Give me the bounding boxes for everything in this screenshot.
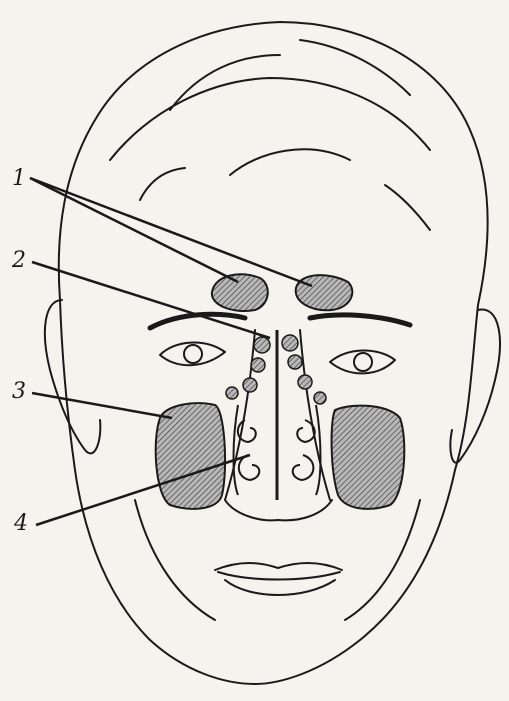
pointer-line-1b: [30, 178, 312, 286]
right-eyebrow: [310, 315, 410, 325]
hair-line-6: [385, 185, 430, 230]
label-2: 2: [12, 248, 26, 273]
maxillary-sinus-right: [332, 406, 405, 509]
frontal-sinus-left: [212, 274, 268, 311]
jaw-right: [345, 500, 420, 620]
left-ear: [45, 300, 100, 453]
jaw-left: [135, 500, 215, 620]
label-3: 3: [12, 379, 26, 404]
hair-line-4: [230, 149, 350, 175]
face-outline: [59, 22, 488, 684]
right-iris: [354, 353, 372, 371]
label-4: 4: [14, 511, 28, 536]
hair-line-2: [170, 55, 280, 110]
lower-lip: [225, 580, 335, 595]
nose-bridge-right: [300, 330, 330, 500]
hair-line-5: [140, 168, 185, 200]
left-iris: [184, 345, 202, 363]
hair-line-3: [300, 40, 410, 95]
maxillary-sinus-left: [156, 403, 225, 509]
label-1: 1: [12, 166, 26, 191]
frontal-sinus-right: [296, 275, 353, 310]
hair-line: [110, 78, 430, 160]
pointer-line-3: [32, 393, 172, 418]
upper-lip: [215, 563, 342, 570]
nose-tip: [225, 500, 332, 520]
mouth-line: [218, 572, 340, 580]
